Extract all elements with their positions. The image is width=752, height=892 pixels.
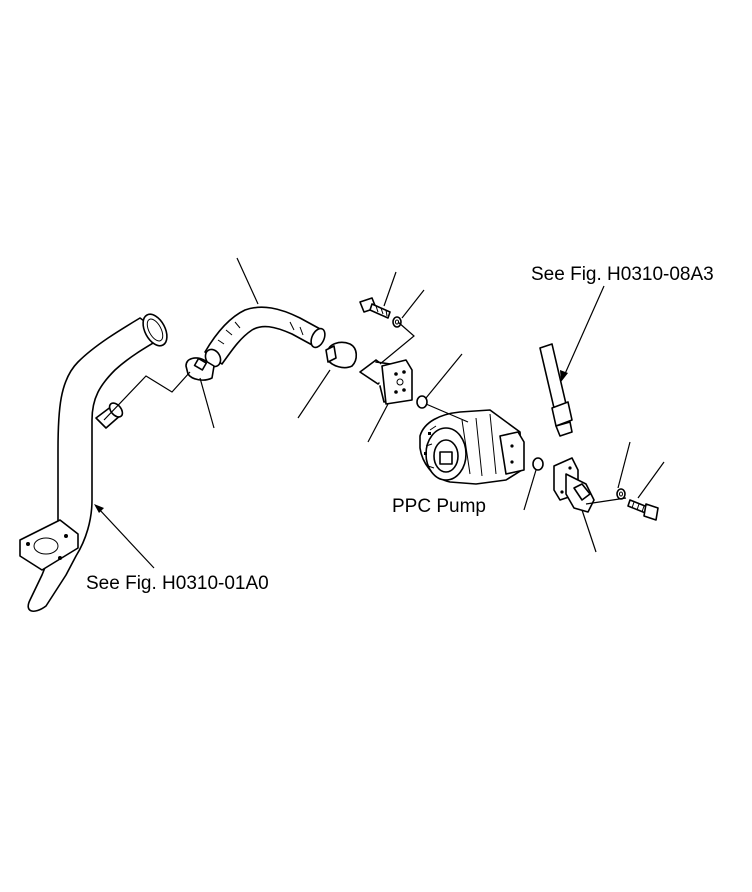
bolt-lower bbox=[616, 488, 659, 521]
hose bbox=[204, 306, 326, 368]
bolt-upper bbox=[359, 297, 402, 328]
elbow-adapter bbox=[359, 359, 413, 405]
o-ring-left bbox=[416, 395, 428, 409]
reference-label-left: See Fig. H0310-01A0 bbox=[86, 573, 269, 594]
ppc-pump bbox=[419, 409, 525, 485]
reference-label-top-right: See Fig. H0310-08A3 bbox=[531, 264, 714, 285]
outlet-hose bbox=[539, 343, 573, 437]
pump-label: PPC Pump bbox=[392, 496, 486, 517]
outlet-flange bbox=[553, 457, 595, 513]
suction-tube bbox=[19, 313, 168, 613]
leader-lines bbox=[94, 257, 665, 569]
o-ring-right bbox=[532, 457, 544, 471]
clamp-middle bbox=[325, 341, 358, 369]
clamp-left bbox=[185, 357, 215, 381]
